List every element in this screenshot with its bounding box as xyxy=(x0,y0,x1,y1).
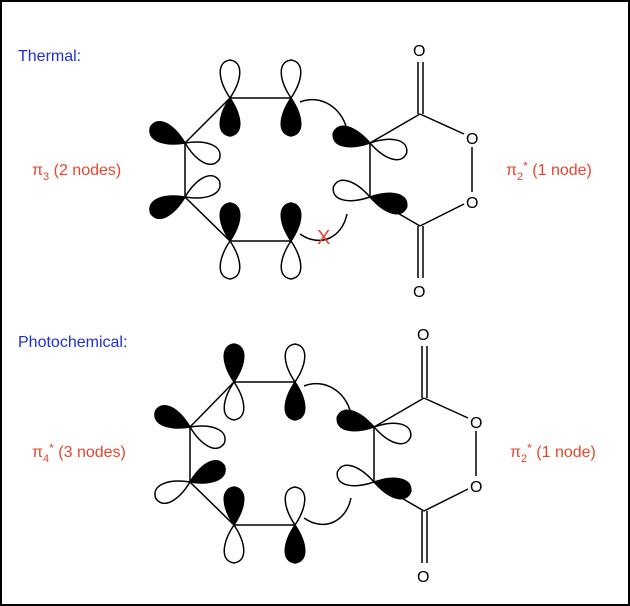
photochemical-dienophile-bonds xyxy=(373,346,477,563)
photochemical-bonding-arc-top xyxy=(303,382,352,415)
photochemical-oxygen-ring-lower: O xyxy=(470,479,482,496)
thermal-oxygen-ring-lower: O xyxy=(466,195,478,212)
photochemical-heading: Photochemical: xyxy=(18,334,127,351)
photochemical-right-orbital-label: π2* (1 node) xyxy=(510,441,596,465)
thermal-oxygen-top: O xyxy=(413,43,425,60)
photochemical-left-orbital-label: π4* (3 nodes) xyxy=(32,441,126,465)
thermal-bonding-arc-bottom xyxy=(299,213,348,242)
thermal-dienophile-bonds xyxy=(369,62,473,278)
thermal-oxygen-bottom: O xyxy=(413,284,425,301)
thermal-panel: Thermal: π3 (2 nodes) π2* (1 node) xyxy=(18,43,592,301)
photochemical-panel: Photochemical: π4* (3 nodes) π2* (1 node… xyxy=(18,327,596,586)
thermal-bonding-arc-top xyxy=(299,98,348,131)
thermal-polyene-orbitals xyxy=(145,59,302,280)
photochemical-oxygen-top: O xyxy=(417,327,429,344)
photochemical-oxygen-bottom: O xyxy=(417,569,429,586)
thermal-heading: Thermal: xyxy=(18,48,81,65)
photochemical-polyene-orbitals xyxy=(150,343,306,564)
thermal-left-orbital-label: π3 (2 nodes) xyxy=(32,162,121,183)
thermal-oxygen-ring-upper: O xyxy=(466,131,478,148)
photochemical-bonding-arc-bottom xyxy=(303,497,352,526)
photochemical-oxygen-ring-upper: O xyxy=(470,415,482,432)
thermal-disallowed-mark: X xyxy=(317,227,330,249)
thermal-right-orbital-label: π2* (1 node) xyxy=(506,159,592,183)
